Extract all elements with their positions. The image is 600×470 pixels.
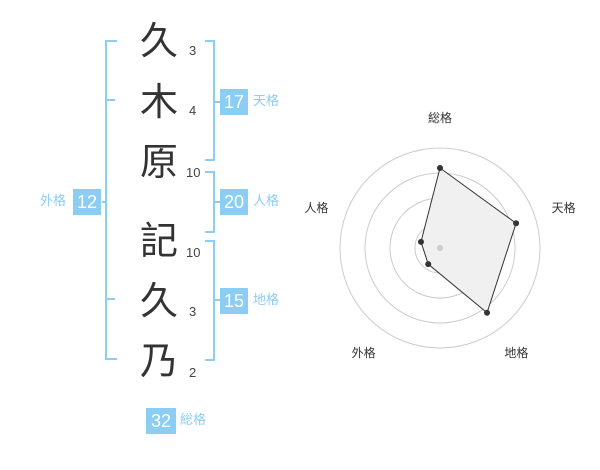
radar-axis-label-3: 地格: [504, 345, 528, 360]
tenkaku-bracket-tick: [215, 101, 220, 103]
gaikaku-bracket-tick: [102, 201, 107, 203]
radar-grid-ring: [339, 147, 541, 349]
name-char-4: 記: [139, 219, 178, 263]
stroke-count-2: 4: [189, 103, 197, 118]
chikaku-bracket: [205, 240, 215, 361]
chikaku-bracket-tick: [215, 299, 220, 301]
radar-area: [420, 167, 517, 314]
radar-axis-label-2: 天格: [552, 200, 576, 215]
stroke-count-6: 2: [189, 365, 197, 380]
radar-point-2: [513, 220, 520, 227]
name-char-1: 久: [139, 19, 178, 63]
radar-axis-label-1: 総格: [428, 110, 452, 125]
stroke-count-3: 10: [186, 165, 201, 180]
radar-center-dot: [437, 245, 443, 251]
jinkaku-bracket: [205, 171, 215, 233]
soukaku-value-badge: 32: [146, 408, 176, 434]
gaikaku-bracket-tick: [107, 298, 115, 300]
tenkaku-value-badge: 17: [220, 89, 248, 115]
stroke-count-1: 3: [189, 43, 197, 58]
tenkaku-label: 天格: [253, 94, 280, 109]
radar-point-5: [417, 238, 424, 245]
radar-point-4: [425, 261, 432, 268]
chikaku-value-badge: 15: [220, 288, 248, 314]
gaikaku-bracket-tick: [107, 99, 115, 101]
stroke-count-4: 10: [186, 245, 201, 260]
soukaku-label: 総格: [180, 413, 207, 428]
chikaku-label: 地格: [253, 293, 280, 308]
tenkaku-bracket: [205, 40, 215, 161]
gaikaku-label: 外格: [40, 194, 67, 209]
name-char-2: 木: [139, 80, 178, 124]
jinkaku-value-badge: 20: [220, 189, 248, 215]
gaikaku-bracket: [105, 40, 117, 360]
stroke-count-5: 3: [189, 304, 197, 319]
radar-point-1: [437, 165, 443, 171]
gaikaku-value-badge: 12: [73, 189, 101, 215]
radar-point-3: [484, 309, 491, 316]
jinkaku-bracket-tick: [215, 201, 220, 203]
radar-axis-label-4: 外格: [352, 345, 376, 360]
name-char-3: 原: [139, 140, 178, 184]
name-char-6: 乃: [139, 339, 178, 383]
jinkaku-label: 人格: [253, 194, 280, 209]
name-char-5: 久: [139, 279, 178, 323]
radar-axis-label-5: 人格: [304, 200, 328, 215]
